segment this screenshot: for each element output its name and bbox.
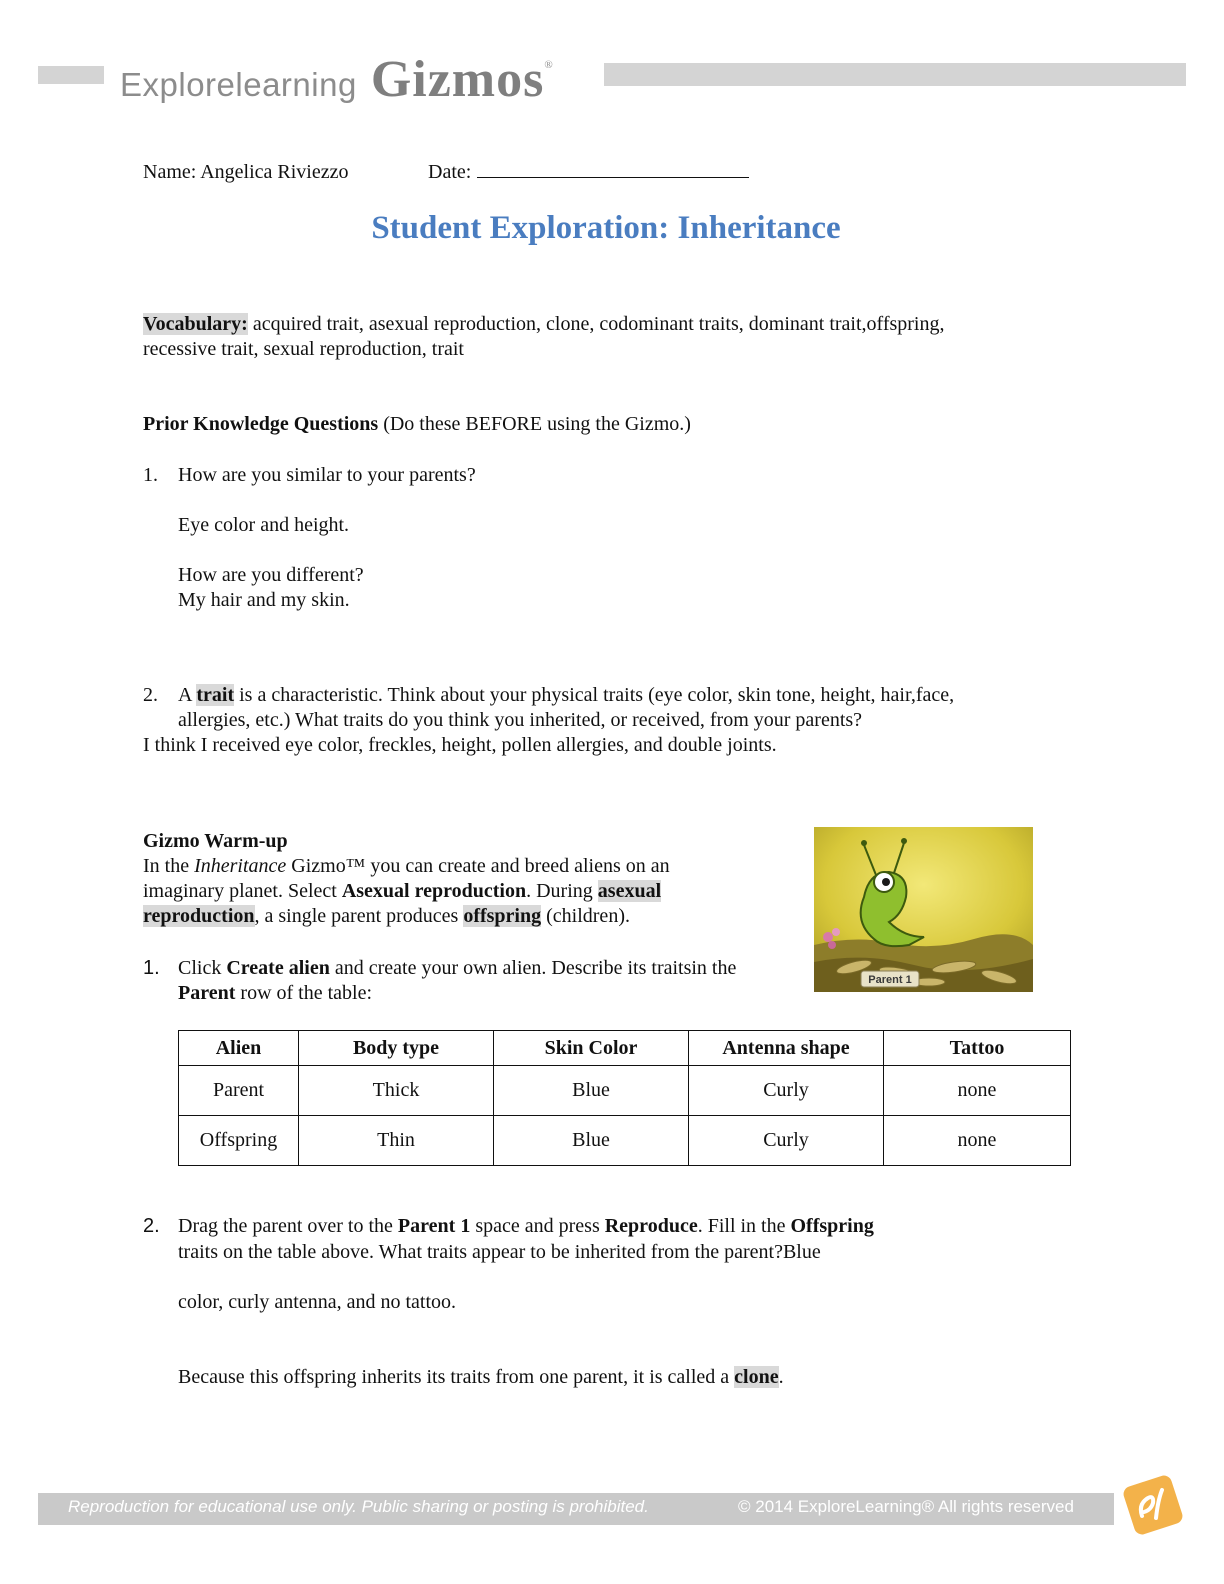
brand-logo: Explorelearning Gizmos ® [120, 50, 553, 108]
step-2-line-3: color, curly antenna, and no tattoo. [178, 1291, 456, 1313]
gizmo-alien-image: Parent 1 [814, 827, 1033, 992]
s1-post: and create your own alien. Describe its … [329, 957, 737, 979]
prior-note: (Do these BEFORE using the Gizmo.) [378, 413, 691, 435]
date-label: Date: [428, 161, 472, 183]
s2-pre: Drag the parent over to the [178, 1215, 398, 1237]
step-2-line-1: Drag the parent over to the Parent 1 spa… [178, 1213, 874, 1239]
brand-explorelearning: Explorelearning [120, 66, 357, 103]
term-asexual: asexual [597, 880, 662, 902]
page-title: Student Exploration: Inheritance [371, 210, 841, 246]
prior-heading: Prior Knowledge Questions [143, 413, 379, 435]
header-skin-color: Skin Color [493, 1030, 689, 1066]
vocabulary-terms-1: acquired trait, asexual reproduction, cl… [247, 313, 945, 335]
table-row: Parent Thick Blue Curly none [178, 1065, 1071, 1116]
warmup-line-1: In the Inheritance Gizmo™ you can create… [143, 853, 670, 879]
table-cell: Thick [298, 1065, 494, 1116]
s2-b2: Reproduce [604, 1215, 698, 1237]
table-cell: none [883, 1115, 1071, 1166]
answer-1b: My hair and my skin. [178, 589, 350, 611]
step-1-number: 1. [143, 957, 160, 979]
question-1-number: 1. [143, 464, 158, 486]
s2-mid2: . Fill in the [697, 1215, 791, 1237]
name-line: Name: Angelica Riviezzo [143, 159, 349, 185]
header-bar-right [604, 63, 1186, 86]
table-cell: Curly [688, 1065, 884, 1116]
table-cell: Offspring [178, 1115, 299, 1166]
question-2-line-2: allergies, etc.) What traits do you thin… [178, 709, 863, 731]
vocabulary-line-2: recessive trait, sexual reproduction, tr… [143, 338, 464, 360]
table-row: Offspring Thin Blue Curly none [178, 1115, 1071, 1166]
warmup-heading: Gizmo Warm-up [143, 830, 288, 852]
s1-l2-bold: Parent [178, 982, 236, 1004]
w2-pre: imaginary planet. Select [143, 880, 342, 902]
table-header-row: Alien Body type Skin Color Antenna shape… [178, 1030, 1071, 1066]
table-cell: Blue [493, 1065, 689, 1116]
w1-italic: Inheritance [194, 855, 287, 877]
clone-sentence: Because this offspring inherits its trai… [178, 1364, 784, 1390]
date-line: Date: [428, 159, 750, 185]
w1-post: Gizmo™ you can create and breed aliens o… [286, 855, 670, 877]
s1-pre: Click [178, 957, 227, 979]
step-1-line-1: Click Create alien and create your own a… [178, 955, 736, 981]
answer-2: I think I received eye color, freckles, … [143, 734, 777, 756]
table-cell: Thin [298, 1115, 494, 1166]
header-bar-left [38, 66, 104, 84]
term-trait: trait [196, 684, 235, 706]
warmup-line-2: imaginary planet. Select Asexual reprodu… [143, 878, 662, 904]
header-antenna-shape: Antenna shape [688, 1030, 884, 1066]
s1-l2-post: row of the table: [235, 982, 373, 1004]
footer-disclaimer: Reproduction for educational use only. P… [68, 1497, 649, 1516]
warmup-line-3: reproduction, a single parent produces o… [143, 903, 630, 929]
header-alien: Alien [178, 1030, 299, 1066]
step-2-line-2: traits on the table above. What traits a… [178, 1241, 821, 1263]
w1-pre: In the [143, 855, 195, 877]
footer-copyright: © 2014 ExploreLearning® All rights reser… [738, 1497, 1074, 1516]
term-offspring: offspring [463, 905, 542, 927]
term-reproduction: reproduction [143, 905, 255, 927]
w3-mid: , a single parent produces [254, 905, 464, 927]
s1-bold: Create alien [226, 957, 330, 979]
date-blank [477, 159, 750, 178]
term-clone: clone [734, 1366, 779, 1388]
q2-post: is a characteristic. Think about your ph… [234, 684, 955, 706]
name-value: Angelica Riviezzo [200, 161, 349, 183]
s2-b3: Offspring [790, 1215, 874, 1237]
table-cell: Curly [688, 1115, 884, 1166]
w2-mid: . During [526, 880, 598, 902]
s2-b1: Parent 1 [397, 1215, 471, 1237]
explorelearning-logo-icon [1120, 1470, 1186, 1538]
step-2-number: 2. [143, 1215, 160, 1237]
brand-registered-mark: ® [544, 59, 553, 71]
table-cell: none [883, 1065, 1071, 1116]
header-body-type: Body type [298, 1030, 494, 1066]
step-1-line-2: Parent row of the table: [178, 980, 372, 1006]
table-cell: Blue [493, 1115, 689, 1166]
header-tattoo: Tattoo [883, 1030, 1071, 1066]
table-cell: Parent [178, 1065, 299, 1116]
question-2-number: 2. [143, 684, 158, 706]
question-2-line-1: A trait is a characteristic. Think about… [178, 682, 954, 708]
question-1b: How are you different? [178, 564, 364, 586]
w2-bold: Asexual reproduction [341, 880, 527, 902]
s2-mid1: space and press [470, 1215, 605, 1237]
footer-bar [38, 1493, 1114, 1525]
name-label: Name: [143, 161, 197, 183]
vocabulary-label: Vocabulary: [143, 313, 248, 335]
prior-knowledge-heading: Prior Knowledge Questions (Do these BEFO… [143, 411, 691, 437]
question-1: How are you similar to your parents? [178, 464, 476, 486]
vocabulary-line-1: Vocabulary: acquired trait, asexual repr… [143, 311, 944, 337]
clone-post: . [778, 1366, 784, 1388]
brand-gizmos: Gizmos [370, 51, 545, 108]
clone-pre: Because this offspring inherits its trai… [178, 1366, 735, 1388]
parent-1-label: Parent 1 [868, 974, 911, 986]
q2-pre: A [178, 684, 197, 706]
traits-table: Alien Body type Skin Color Antenna shape… [178, 1030, 1071, 1166]
w3-post: (children). [541, 905, 630, 927]
answer-1: Eye color and height. [178, 514, 350, 536]
